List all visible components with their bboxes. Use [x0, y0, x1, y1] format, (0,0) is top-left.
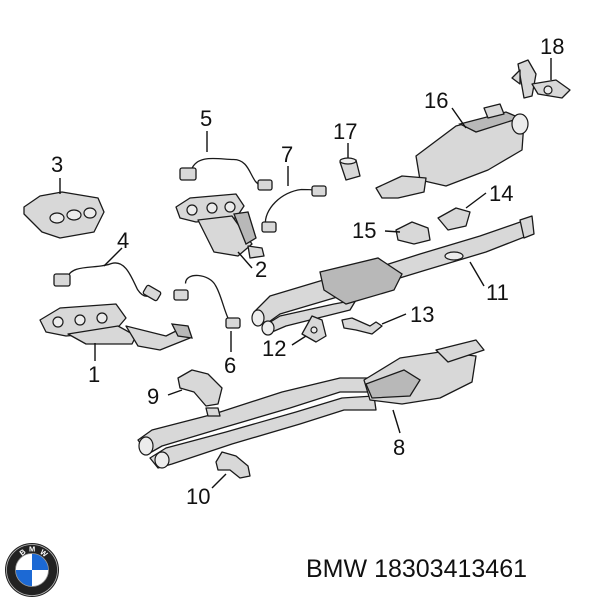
- callout-5: 5: [200, 106, 212, 131]
- part-16-rear-silencer: [375, 103, 529, 199]
- part-15-bracket: [395, 221, 431, 245]
- callout-12: 12: [262, 336, 286, 361]
- part-2-catalytic-converter: [175, 193, 265, 259]
- callout-3: 3: [51, 152, 63, 177]
- part-5-oxygen-sensor: [179, 155, 273, 191]
- part-6-oxygen-sensor: [173, 272, 241, 329]
- part-13-clamp: [341, 317, 383, 335]
- part-number: 18303413461: [374, 555, 528, 583]
- callout-4: 4: [117, 228, 129, 253]
- svg-text:M: M: [29, 545, 35, 554]
- part-17-rubber-mount: [339, 157, 361, 181]
- callout-11: 11: [486, 280, 509, 305]
- part-1-catalytic-converter: [39, 303, 193, 351]
- callout-13: 13: [410, 302, 434, 327]
- callout-2: 2: [255, 257, 267, 282]
- callout-6: 6: [224, 353, 236, 378]
- svg-text:W: W: [38, 547, 50, 559]
- leader-lines: [59, 58, 552, 489]
- part-3-heat-shield: [23, 191, 105, 239]
- callout-14: 14: [489, 181, 513, 206]
- callout-18: 18: [540, 34, 564, 59]
- callout-17: 17: [333, 119, 357, 144]
- svg-text:B: B: [18, 547, 28, 558]
- callout-16: 16: [424, 88, 448, 113]
- part-8-rear-pipe-muffler: [137, 339, 485, 469]
- part-4-oxygen-sensor: [53, 260, 162, 302]
- callout-9: 9: [147, 384, 159, 409]
- callout-10: 10: [186, 484, 210, 509]
- part-12-rubber-hanger: [301, 315, 327, 343]
- callout-1: 1: [88, 362, 100, 387]
- part-11-front-pipe: [251, 215, 535, 336]
- bmw-roundel-logo-icon: B M W: [5, 543, 59, 597]
- part-14-bracket: [437, 207, 471, 231]
- callout-7: 7: [281, 142, 293, 167]
- callout-8: 8: [393, 435, 405, 460]
- part-9-heat-shield-bracket: [177, 369, 223, 417]
- part-18-hanger-bracket: [511, 59, 571, 99]
- callout-15: 15: [352, 218, 376, 243]
- part-7-oxygen-sensor: [261, 185, 327, 233]
- part-caption: BMW 18303413461: [306, 555, 527, 584]
- brand-name: BMW: [306, 555, 368, 583]
- part-10-bracket: [215, 451, 251, 479]
